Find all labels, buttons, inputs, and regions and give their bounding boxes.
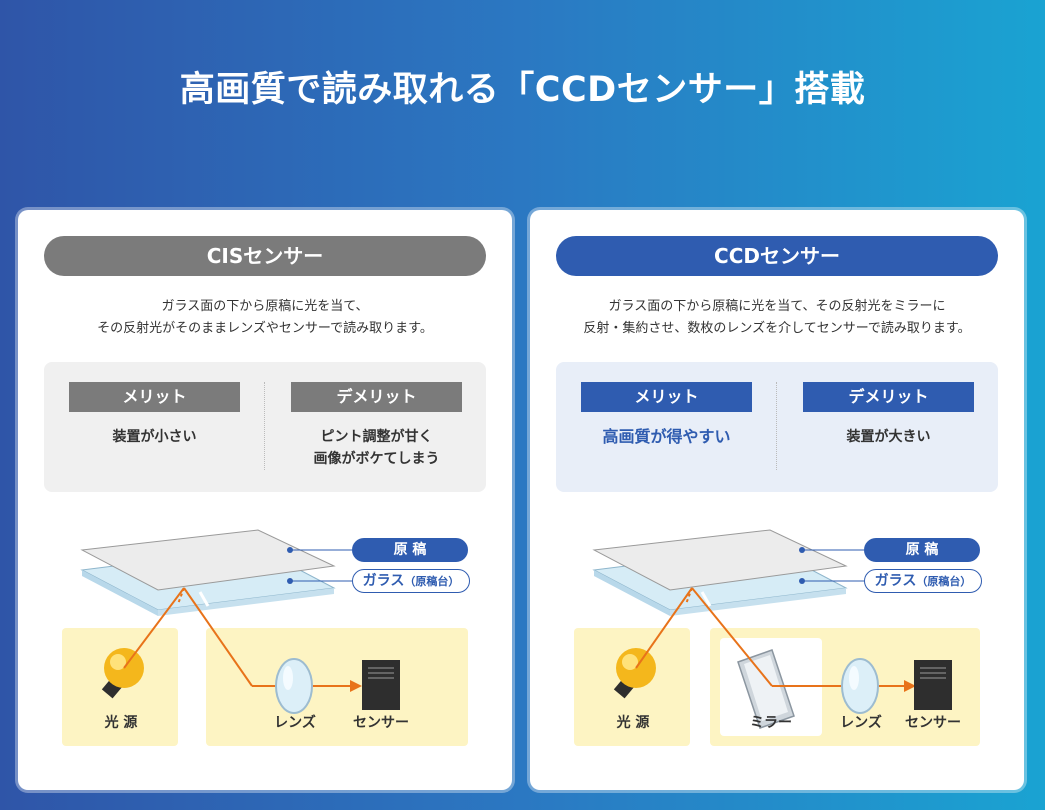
cis-ray-up xyxy=(123,587,185,669)
cis-bulb-highlight xyxy=(110,654,126,670)
cis-ray-down xyxy=(183,587,253,687)
ccd-document-label: 原 稿 xyxy=(864,538,980,562)
cis-merit-column: メリット 装置が小さい xyxy=(69,382,240,448)
ccd-lens-icon xyxy=(841,658,879,714)
cis-document-dot xyxy=(287,547,293,553)
ccd-glass-edge-right xyxy=(670,588,846,616)
cis-merit-text-line: 装置が小さい xyxy=(112,429,197,445)
cis-glass-label-sub: （原稿台） xyxy=(404,575,460,588)
ccd-merit-box: メリット 高画質が得やすい デメリット 装置が大きい xyxy=(556,362,998,492)
cis-panel: CISセンサー ガラス面の下から原稿に光を当て、 その反射光がそのままレンズやセ… xyxy=(18,210,512,790)
cis-glass-label: ガラス（原稿台） xyxy=(352,569,470,593)
ccd-merit-text: 高画質が得やすい xyxy=(581,426,752,448)
cis-desc-line2: その反射光がそのままレンズやセンサーで読み取ります。 xyxy=(97,321,433,336)
ccd-merit-column: メリット 高画質が得やすい xyxy=(581,382,752,448)
cis-heading: CISセンサー xyxy=(44,236,486,276)
cis-sensor-caption: センサー xyxy=(353,715,409,731)
ccd-ray-inside xyxy=(685,587,693,605)
cis-document-label: 原 稿 xyxy=(352,538,468,562)
ccd-mirror-caption: ミラー xyxy=(750,715,792,731)
page-title: 高画質で読み取れる「CCDセンサー」搭載 xyxy=(179,70,866,110)
cis-demerit-line1: ピント調整が甘く xyxy=(320,429,433,445)
ccd-demerit-label: デメリット xyxy=(803,382,974,412)
cis-demerit-label: デメリット xyxy=(291,382,462,412)
cis-glass-dot xyxy=(287,578,293,584)
cis-demerit-column: デメリット ピント調整が甘く 画像がボケてしまう xyxy=(291,382,462,470)
cis-light-caption: 光 源 xyxy=(104,715,138,731)
ccd-glass-shine xyxy=(700,591,712,607)
ccd-merit-divider xyxy=(776,382,777,470)
cis-description: ガラス面の下から原稿に光を当て、 その反射光がそのままレンズやセンサーで読み取り… xyxy=(28,296,502,340)
cis-demerit-line2: 画像がボケてしまう xyxy=(313,451,440,467)
ccd-lens-shine xyxy=(849,666,859,690)
ccd-ray-arrowhead xyxy=(904,680,916,692)
ccd-ray-up xyxy=(635,587,693,669)
ccd-merit-label: メリット xyxy=(581,382,752,412)
cis-demerit-text: ピント調整が甘く 画像がボケてしまう xyxy=(291,426,462,470)
cis-glass-label-text: ガラス xyxy=(362,573,405,589)
cis-ray-arrowhead xyxy=(350,680,362,692)
ccd-document-sheet xyxy=(592,529,848,591)
ccd-panel: CCDセンサー ガラス面の下から原稿に光を当て、その反射光をミラーに 反射・集約… xyxy=(530,210,1024,790)
ccd-glass-label: ガラス（原稿台） xyxy=(864,569,982,593)
ccd-heading: CCDセンサー xyxy=(556,236,998,276)
cis-diagram-svg xyxy=(80,529,400,714)
cis-merit-label: メリット xyxy=(69,382,240,412)
ccd-mirror-face xyxy=(744,655,788,721)
ccd-glass-edge xyxy=(594,570,670,616)
cis-lens-icon xyxy=(275,658,313,714)
ccd-glass-label-text: ガラス xyxy=(874,573,917,589)
cis-merit-box: メリット 装置が小さい デメリット ピント調整が甘く 画像がボケてしまう xyxy=(44,362,486,492)
cis-desc-line1: ガラス面の下から原稿に光を当て、 xyxy=(161,299,369,314)
cis-glass-edge xyxy=(82,570,158,616)
ccd-diagram: 原 稿 ガラス（原稿台） 光 源 ミラー レンズ センサー xyxy=(530,510,1024,770)
cis-diagram: 原 稿 ガラス（原稿台） 光 源 レンズ センサー xyxy=(18,510,512,770)
ccd-document-dot xyxy=(799,547,805,553)
ccd-diagram-svg xyxy=(592,529,952,729)
ccd-demerit-text-line: 装置が大きい xyxy=(846,429,931,445)
cis-document-sheet xyxy=(80,529,336,591)
ccd-bulb-highlight xyxy=(622,654,638,670)
ccd-lens-caption: レンズ xyxy=(840,715,882,731)
cis-ray-inside xyxy=(177,587,185,605)
cis-glass-shine xyxy=(198,591,210,607)
cis-merit-text: 装置が小さい xyxy=(69,426,240,448)
cis-lens-shine xyxy=(283,666,293,690)
ccd-demerit-text: 装置が大きい xyxy=(803,426,974,448)
ccd-merit-text-line: 高画質が得やすい xyxy=(602,427,731,446)
cis-glass-edge-right xyxy=(158,588,334,616)
ccd-demerit-column: デメリット 装置が大きい xyxy=(803,382,974,448)
ccd-glass-dot xyxy=(799,578,805,584)
ccd-ray-down xyxy=(691,587,773,687)
ccd-desc-line2: 反射・集約させ、数枚のレンズを介してセンサーで読み取ります。 xyxy=(583,321,971,336)
ccd-desc-line1: ガラス面の下から原稿に光を当て、その反射光をミラーに xyxy=(608,299,946,314)
cis-lens-caption: レンズ xyxy=(274,715,316,731)
ccd-glass-label-sub: （原稿台） xyxy=(916,575,972,588)
cis-merit-divider xyxy=(264,382,265,470)
ccd-description: ガラス面の下から原稿に光を当て、その反射光をミラーに 反射・集約させ、数枚のレン… xyxy=(540,296,1014,340)
ccd-light-caption: 光 源 xyxy=(616,715,650,731)
ccd-sensor-caption: センサー xyxy=(905,715,961,731)
